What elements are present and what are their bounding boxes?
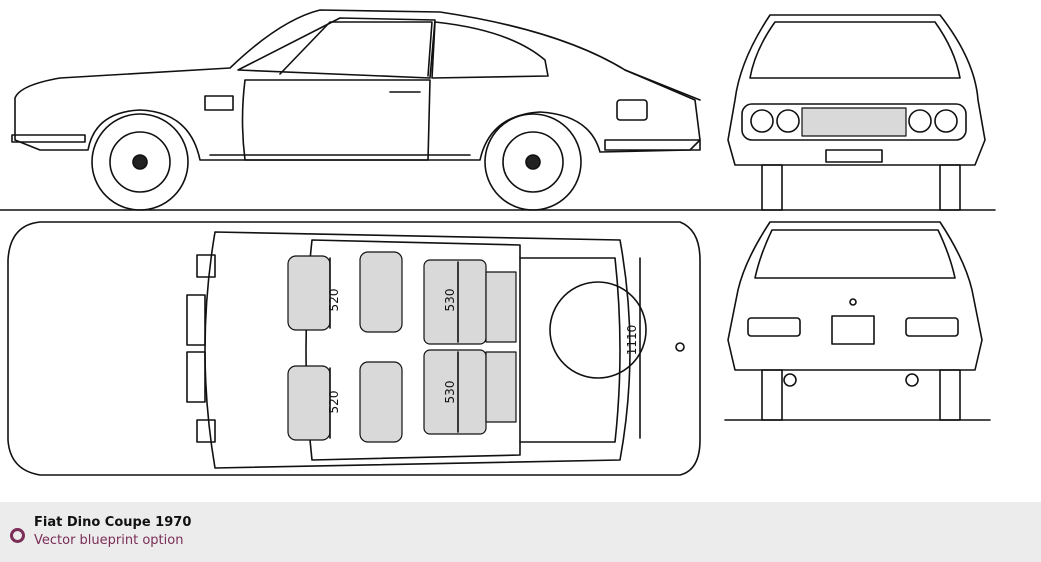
front-seat-right: [287, 365, 331, 441]
dimension-rear-seat-bottom: 530: [443, 381, 457, 404]
top-view: 520 530 520 530 1110: [7, 221, 701, 476]
front-view: [727, 14, 986, 211]
radio-option-icon[interactable]: [10, 528, 25, 543]
caption-bar: Fiat Dino Coupe 1970 Vector blueprint op…: [0, 502, 1041, 562]
dimension-front-seat-bottom: 520: [327, 391, 341, 414]
caption-title: Fiat Dino Coupe 1970: [34, 515, 192, 530]
side-view: [11, 9, 701, 211]
dimension-trunk: 1110: [625, 325, 639, 356]
dimension-rear-seat-top: 530: [443, 289, 457, 312]
car-blueprint-drawing: 520 530 520 530 1110: [0, 9, 996, 476]
rear-view: [727, 221, 983, 421]
dimension-front-seat-top: 520: [327, 289, 341, 312]
caption-subtitle[interactable]: Vector blueprint option: [34, 533, 184, 548]
front-seat-left: [287, 255, 331, 331]
